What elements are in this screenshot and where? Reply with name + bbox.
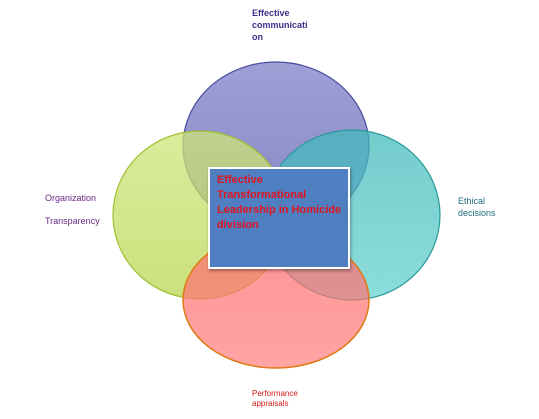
label-ethical-decisions: Ethical decisions [458, 196, 496, 218]
label-performance-appraisals: Performance appraisals [252, 389, 298, 408]
center-box: Effective Transformational Leadership in… [208, 167, 350, 269]
label-organization: Organization [45, 193, 97, 203]
center-title: Effective Transformational Leadership in… [217, 174, 342, 231]
label-transparency: Transparency [45, 216, 100, 226]
label-organization-transparency: Organization Transparency [45, 192, 125, 227]
label-effective-communication: Effective communicati on [252, 8, 308, 42]
